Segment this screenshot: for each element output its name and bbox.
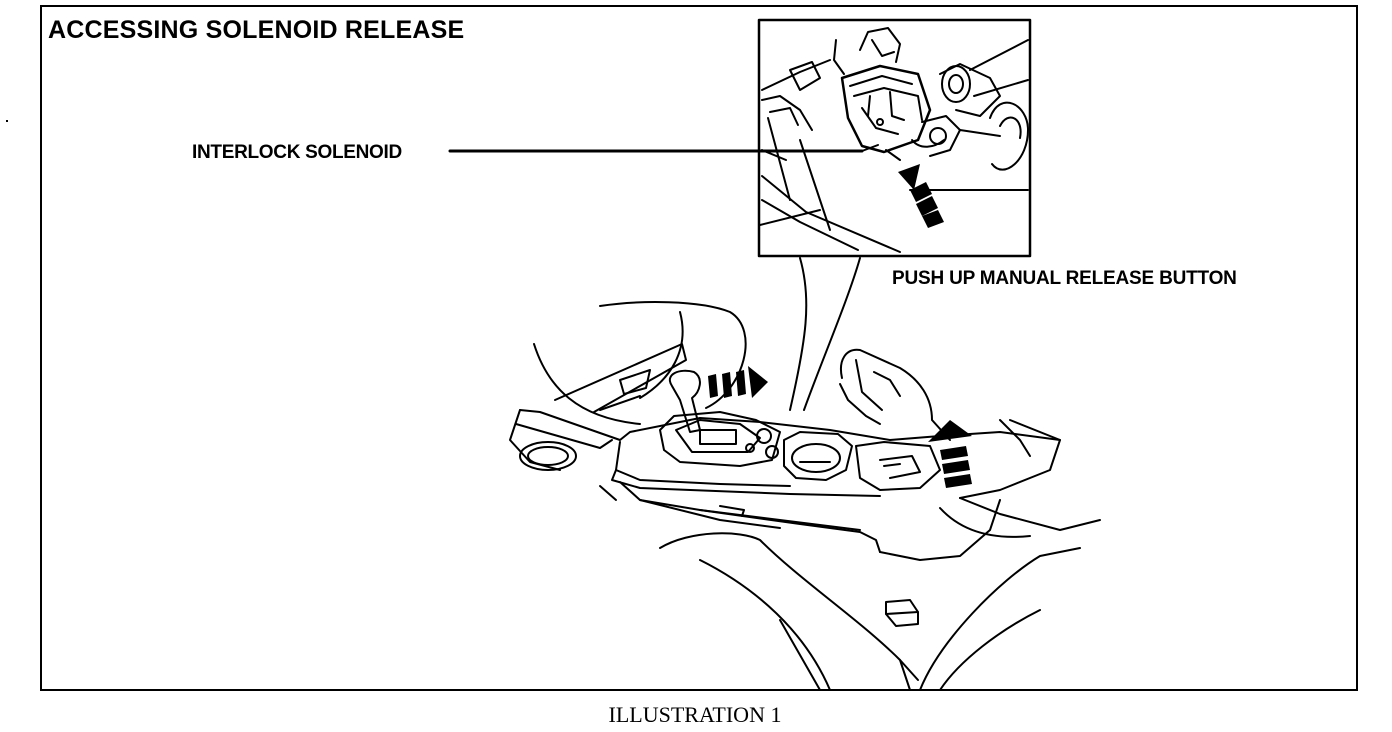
push-up-release-label: PUSH UP MANUAL RELEASE BUTTON [892, 268, 1237, 289]
release-arrow-inset [898, 164, 944, 228]
release-arrow-console [928, 420, 972, 488]
illustration-frame [40, 5, 1358, 691]
detail-inset [757, 18, 1032, 258]
diagram-title: ACCESSING SOLENOID RELEASE [48, 16, 465, 44]
interlock-solenoid-label: INTERLOCK SOLENOID [192, 142, 402, 163]
figure-caption: ILLUSTRATION 1 [608, 702, 782, 727]
center-console [509, 301, 1101, 691]
shift-arrow [708, 366, 768, 398]
stray-mark [6, 120, 8, 122]
